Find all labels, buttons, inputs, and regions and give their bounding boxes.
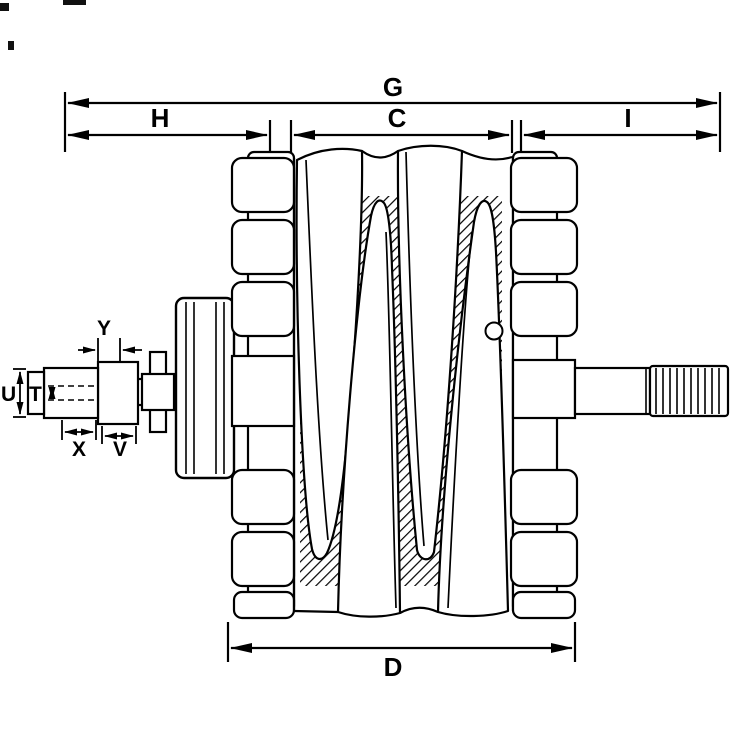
dim-label-x: X [72, 438, 86, 461]
dimension-g [63, 92, 722, 152]
claw-poles [295, 144, 510, 618]
shaft-left [26, 350, 180, 434]
balance-hole [484, 321, 504, 341]
dimension-i [519, 120, 718, 153]
shaft-bore-hidden-lines [48, 385, 96, 401]
dimension-u [13, 368, 26, 418]
dim-label-h: H [151, 103, 170, 133]
dimension-v [101, 426, 137, 444]
claw-column-left [230, 150, 296, 620]
dimension-c [289, 120, 514, 153]
claw-column-right [509, 150, 579, 620]
dim-label-v: V [113, 438, 127, 461]
dim-label-u: U [1, 383, 16, 406]
claw-detail-lines [305, 151, 473, 609]
thread-lines [655, 368, 720, 414]
dim-label-c: C [388, 103, 407, 133]
dim-label-i: I [624, 103, 631, 133]
dim-label-g: G [383, 72, 403, 102]
dimension-y [78, 338, 142, 362]
dimension-x [61, 420, 97, 440]
dim-label-t: T [29, 383, 42, 406]
stack-section [174, 296, 236, 480]
dim-label-y: Y [97, 317, 111, 340]
dimension-d [226, 622, 577, 662]
dim-label-d: D [384, 652, 403, 682]
cropped-artifact [0, 0, 86, 50]
